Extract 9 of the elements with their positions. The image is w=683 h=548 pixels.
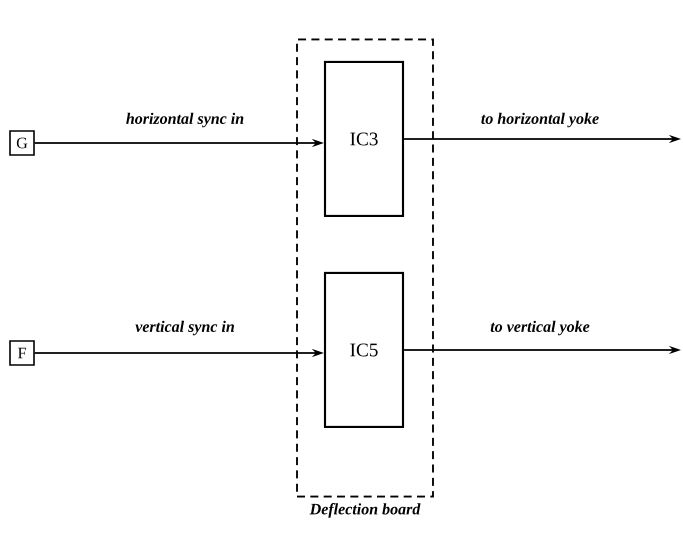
- edge-label: horizontal sync in: [126, 112, 244, 128]
- terminal-box: F: [9, 340, 35, 366]
- ic-box: IC5: [324, 272, 404, 428]
- ic-box: IC3: [324, 60, 404, 218]
- node-label: Deflection board: [310, 503, 421, 518]
- edge-label: to vertical yoke: [490, 320, 590, 336]
- terminal-box: G: [9, 130, 35, 156]
- edge-label: vertical sync in: [135, 320, 234, 336]
- edge-label: to horizontal yoke: [481, 112, 599, 128]
